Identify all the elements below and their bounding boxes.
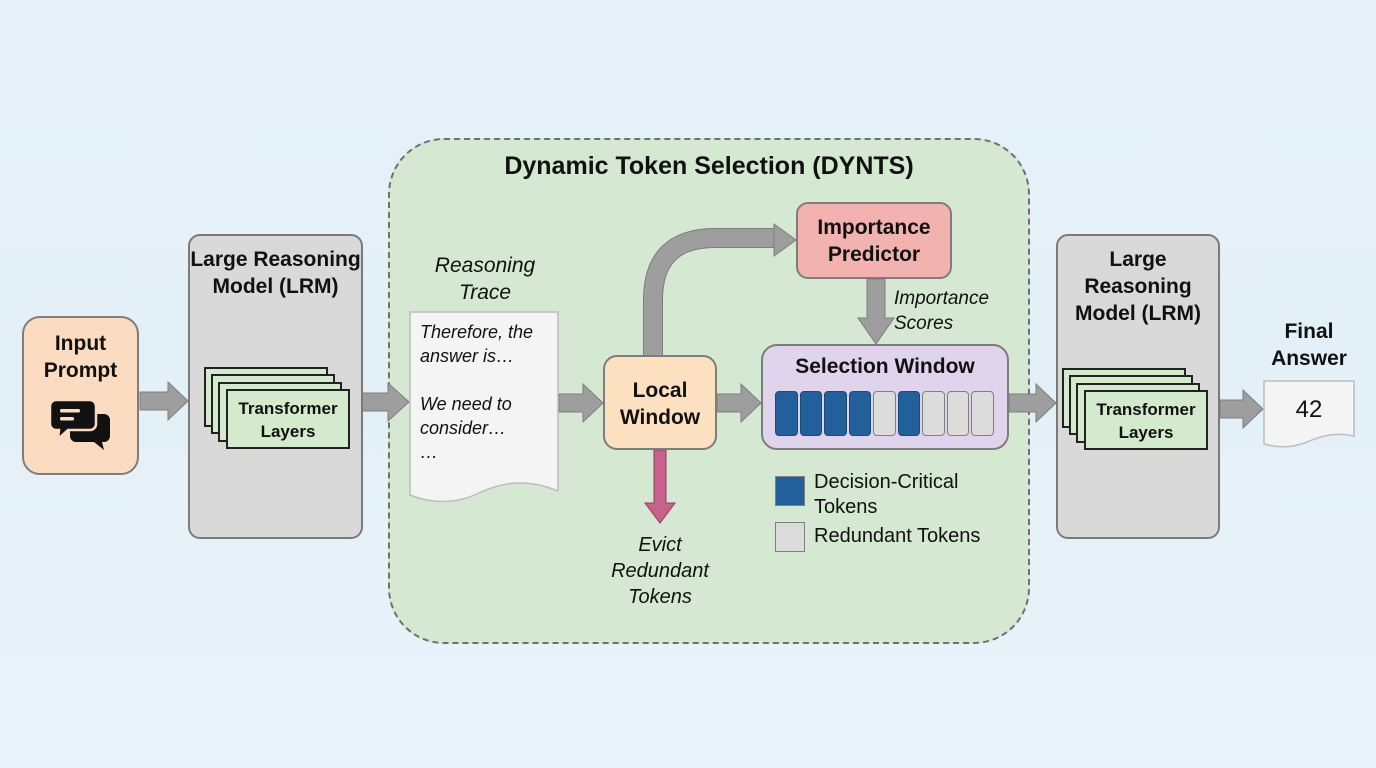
final-answer-label: Final Answer xyxy=(1271,320,1347,370)
final-answer-value: 42 xyxy=(1295,396,1323,423)
trace-line-spacer xyxy=(420,368,560,392)
arrow-lrm-to-trace xyxy=(361,381,410,423)
token-critical xyxy=(897,391,920,436)
input-prompt-label: Input Prompt xyxy=(43,332,118,382)
chat-bubbles-icon xyxy=(50,398,110,450)
arrow-lrm-to-answer xyxy=(1219,388,1264,430)
lrm-right-label: Large Reasoning Model (LRM) xyxy=(1075,248,1201,325)
layer-stack-card xyxy=(226,389,350,449)
importance-scores-label: Importance Scores xyxy=(894,288,990,334)
selection-window-label: Selection Window xyxy=(795,355,975,378)
arrow-local-to-predictor xyxy=(643,223,797,355)
reasoning-trace-text: Therefore, the answer is… We need to con… xyxy=(420,320,560,464)
token-critical xyxy=(799,391,822,436)
final-answer-document xyxy=(1263,380,1355,448)
token-redundant xyxy=(946,391,969,436)
lrm-left-label: Large Reasoning Model (LRM) xyxy=(190,248,361,298)
evict-label: Evict Redundant Tokens xyxy=(611,534,709,608)
arrow-trace-to-local-window xyxy=(558,382,604,424)
legend-swatch-critical xyxy=(775,476,805,506)
reasoning-trace-document xyxy=(409,311,559,503)
legend-label-redundant: Redundant Tokens xyxy=(814,525,981,547)
lrm-left-layers-label: Transformer Layers xyxy=(238,399,338,441)
lrm-right-layers-label: Transformer Layers xyxy=(1096,400,1196,442)
token-redundant xyxy=(971,391,994,436)
token-critical xyxy=(848,391,871,436)
arrow-evict xyxy=(644,449,676,524)
importance-predictor-box xyxy=(796,202,952,279)
trace-line: … xyxy=(420,442,438,462)
token-redundant xyxy=(922,391,945,436)
reasoning-trace-title: Reasoning Trace xyxy=(434,254,536,304)
local-window-label: Local Window xyxy=(619,379,701,429)
dynts-title: Dynamic Token Selection (DYNTS) xyxy=(504,152,914,180)
token-critical xyxy=(775,391,798,436)
legend-swatch-redundant xyxy=(775,522,805,552)
local-window-box xyxy=(603,355,717,450)
legend-label-critical: Decision-Critical Tokens xyxy=(814,471,959,518)
trace-line: Therefore, the answer is… xyxy=(420,322,534,366)
trace-line: We need to consider… xyxy=(420,394,512,438)
importance-predictor-label: Importance Predictor xyxy=(817,216,931,266)
token-redundant xyxy=(873,391,896,436)
token-critical xyxy=(824,391,847,436)
arrow-predictor-to-selection xyxy=(857,278,895,345)
arrow-selection-to-lrm xyxy=(1008,382,1057,424)
token-row xyxy=(775,391,994,436)
layer-stack-card xyxy=(1084,390,1208,450)
input-prompt-box xyxy=(22,316,139,475)
arrow-input-to-lrm xyxy=(139,380,189,422)
arrow-local-to-selection xyxy=(716,382,762,424)
